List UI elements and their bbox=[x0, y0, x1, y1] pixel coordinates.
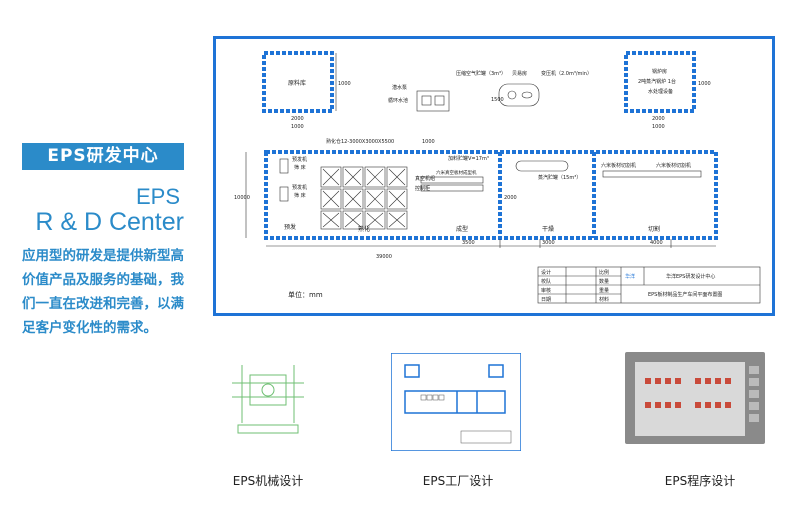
zone-drying: 干燥 bbox=[542, 225, 554, 233]
svg-text:1000: 1000 bbox=[422, 139, 435, 145]
svg-text:蒸汽贮罐（15m³）: 蒸汽贮罐（15m³） bbox=[538, 174, 581, 181]
svg-text:3500: 3500 bbox=[462, 240, 475, 246]
svg-text:日期: 日期 bbox=[541, 297, 551, 303]
svg-text:2000: 2000 bbox=[504, 195, 517, 201]
thumb-factory-design bbox=[391, 353, 521, 451]
svg-text:1000: 1000 bbox=[291, 124, 304, 130]
zone-curing: 熟化 bbox=[358, 225, 370, 233]
zone-molding: 成型 bbox=[456, 225, 468, 233]
svg-text:水处理设备: 水处理设备 bbox=[648, 88, 673, 95]
svg-text:华洋: 华洋 bbox=[625, 273, 635, 280]
label-raw-storage: 原料库 bbox=[288, 79, 306, 87]
svg-text:预发机: 预发机 bbox=[292, 156, 307, 163]
svg-text:六米真空板材成型机: 六米真空板材成型机 bbox=[436, 169, 477, 176]
thumb-machine-design bbox=[222, 353, 314, 443]
svg-text:筛 床: 筛 床 bbox=[294, 192, 306, 199]
svg-text:1000: 1000 bbox=[338, 81, 351, 87]
unit-label: 单位：mm bbox=[288, 290, 323, 299]
svg-text:1000: 1000 bbox=[652, 124, 665, 130]
svg-text:加料贮罐V=17m³: 加料贮罐V=17m³ bbox=[448, 155, 489, 162]
svg-text:4000: 4000 bbox=[650, 240, 663, 246]
svg-text:真空机组: 真空机组 bbox=[415, 175, 435, 182]
svg-text:潜水泵: 潜水泵 bbox=[392, 84, 407, 91]
svg-text:比例: 比例 bbox=[599, 269, 609, 276]
svg-text:贝易房: 贝易房 bbox=[512, 70, 527, 77]
description-text: 应用型的研发是提供新型高价值产品及服务的基础，我们一直在改进和完善，以满足客户变… bbox=[22, 248, 184, 336]
svg-text:设计: 设计 bbox=[541, 269, 551, 276]
svg-text:1500: 1500 bbox=[491, 97, 504, 103]
svg-text:校队: 校队 bbox=[541, 278, 551, 285]
svg-text:2000: 2000 bbox=[652, 116, 665, 122]
thumb-label-program: EPS程序设计 bbox=[664, 474, 736, 488]
thumb-label-factory: EPS工厂设计 bbox=[422, 474, 494, 488]
thumb-program-design bbox=[625, 352, 765, 444]
raw-storage-room bbox=[262, 51, 334, 113]
svg-text:华洋EPS研发设计中心: 华洋EPS研发设计中心 bbox=[666, 273, 715, 280]
svg-text:熟化仓12-3000X3000X5500: 熟化仓12-3000X3000X5500 bbox=[326, 138, 394, 145]
title-eps: EPS bbox=[135, 184, 180, 209]
svg-text:审核: 审核 bbox=[541, 287, 551, 294]
circulation-pool bbox=[416, 90, 450, 112]
title-block bbox=[537, 266, 761, 304]
svg-text:六米板材切割机: 六米板材切割机 bbox=[656, 162, 691, 169]
thumb-label-machine: EPS机械设计 bbox=[232, 474, 304, 488]
svg-text:六米板材切割机: 六米板材切割机 bbox=[601, 162, 636, 169]
zone-cutting: 切割 bbox=[648, 225, 660, 233]
compressor bbox=[498, 83, 540, 107]
zone-prefoam: 预发 bbox=[284, 223, 296, 231]
svg-text:压缩空气贮罐（3m³）: 压缩空气贮罐（3m³） bbox=[456, 70, 506, 77]
section-badge: EPS研发中心 bbox=[22, 143, 184, 170]
svg-text:筛 床: 筛 床 bbox=[294, 164, 306, 171]
title-rd-center: R & D Center bbox=[35, 208, 184, 236]
svg-text:变压机（2.0m³/min）: 变压机（2.0m³/min） bbox=[541, 70, 592, 77]
svg-text:数量: 数量 bbox=[599, 278, 609, 285]
label-boiler-room: 锅炉房 bbox=[652, 68, 667, 75]
svg-text:10000: 10000 bbox=[234, 195, 250, 201]
steam-tank bbox=[515, 160, 569, 172]
svg-text:2吨蒸汽锅炉 1台: 2吨蒸汽锅炉 1台 bbox=[638, 78, 676, 85]
svg-text:预发机: 预发机 bbox=[292, 184, 307, 191]
floor-plan-frame bbox=[213, 36, 775, 316]
svg-text:3000: 3000 bbox=[542, 240, 555, 246]
svg-text:2000: 2000 bbox=[291, 116, 304, 122]
main-workshop bbox=[264, 150, 718, 240]
svg-text:39000: 39000 bbox=[376, 254, 392, 260]
svg-text:循环水池: 循环水池 bbox=[388, 97, 408, 104]
svg-text:重量: 重量 bbox=[599, 287, 609, 294]
curing-bin-grid bbox=[320, 166, 408, 230]
svg-text:1000: 1000 bbox=[698, 81, 711, 87]
svg-text:材料: 材料 bbox=[599, 296, 609, 303]
svg-text:EPS板材制品生产车间平面布置图: EPS板材制品生产车间平面布置图 bbox=[648, 291, 722, 298]
svg-text:控制柜: 控制柜 bbox=[415, 185, 430, 192]
floor-plan-drawing: 原料库 1000 2000 1000 潜水泵 循环水池 压缩空气贮罐（3m³） … bbox=[234, 51, 761, 304]
boiler-room bbox=[624, 51, 696, 113]
